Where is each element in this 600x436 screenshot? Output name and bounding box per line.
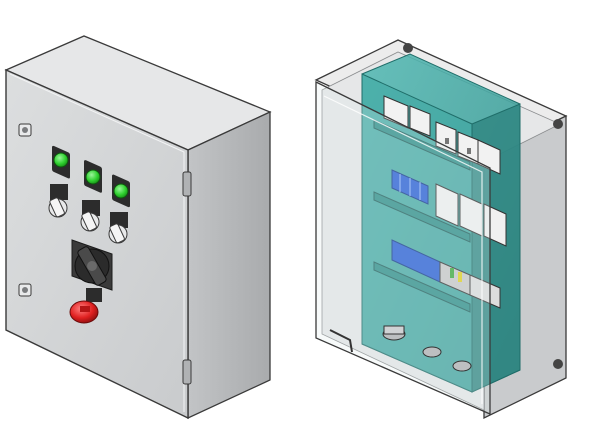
terminal-block-blue <box>391 169 429 205</box>
indicator-light-3 <box>112 174 130 208</box>
closed-enclosure <box>4 35 272 420</box>
door-lock-icon <box>18 283 32 297</box>
din-rail-1 <box>373 119 471 171</box>
cable-gland-icon <box>382 325 406 341</box>
rotary-disconnect-switch <box>71 239 113 291</box>
indicator-light-2 <box>84 160 102 193</box>
terminal-strip <box>391 239 501 309</box>
enclosure-door <box>5 68 189 420</box>
selector-switch-3 <box>108 212 128 244</box>
selector-switch-1 <box>48 184 68 218</box>
open-enclosure <box>314 39 568 420</box>
door-bolt-icon <box>553 359 563 369</box>
cable-gland-icon <box>452 360 472 372</box>
selector-switch-2 <box>80 200 100 232</box>
door-bolt-icon <box>553 119 563 129</box>
din-rail-2 <box>373 191 471 243</box>
hinge-icon <box>182 171 192 197</box>
enclosure-side <box>187 110 271 420</box>
door-bolt-icon <box>403 43 413 53</box>
door-lock-icon <box>18 123 32 137</box>
emergency-stop-button <box>69 288 102 324</box>
open-door-glass <box>315 80 491 415</box>
cable-gland-icon <box>422 346 442 358</box>
hinge-icon <box>182 359 192 385</box>
indicator-light-1 <box>52 145 70 179</box>
din-rail-3 <box>373 261 471 313</box>
